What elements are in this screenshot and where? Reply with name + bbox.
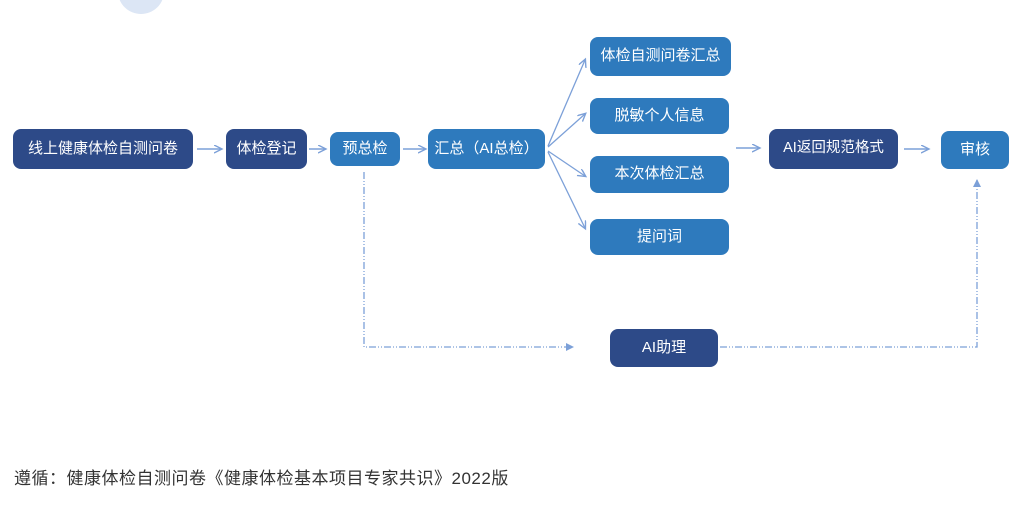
node-current-exam-summary-label: 本次体检汇总: [614, 165, 705, 183]
node-prompt-words-label: 提问词: [636, 227, 682, 245]
node-summary-ai-label: 汇总（AI总检）: [434, 139, 539, 157]
edge-summary-to-prompt-words: [547, 151, 585, 228]
edge-summary-to-desensitized-info: [547, 114, 585, 148]
compliance-note: 遵循：健康体检自测问卷《健康体检基本项目专家共识》2022版: [14, 469, 509, 488]
node-review: 审核: [941, 131, 1009, 169]
node-registration-label: 体检登记: [236, 139, 297, 157]
node-current-exam-summary: 本次体检汇总: [590, 156, 729, 193]
decorative-ellipse: [118, 0, 164, 14]
node-online-questionnaire-label: 线上健康体检自测问卷: [27, 139, 178, 157]
node-pre-general-exam-label: 预总检: [342, 139, 388, 157]
edge-preexam-to-ai-assistant-dashed: [363, 172, 574, 351]
node-ai-return-format-label: AI返回规范格式: [783, 140, 884, 157]
edge-summary-to-current-exam-summary: [547, 150, 585, 176]
node-review-label: 审核: [959, 140, 990, 158]
node-ai-return-format: AI返回规范格式: [769, 129, 898, 169]
node-ai-assistant-label: AI助理: [641, 338, 687, 356]
node-summary-ai: 汇总（AI总检）: [428, 129, 545, 169]
node-desensitized-info-label: 脱敏个人信息: [614, 106, 705, 124]
node-ai-assistant: AI助理: [610, 329, 718, 367]
node-questionnaire-summary: 体检自测问卷汇总: [590, 37, 731, 76]
node-prompt-words: 提问词: [590, 219, 729, 255]
node-online-questionnaire: 线上健康体检自测问卷: [13, 129, 193, 169]
edge-summary-to-questionnaire-summary: [547, 60, 585, 147]
node-pre-general-exam: 预总检: [330, 132, 400, 166]
node-desensitized-info: 脱敏个人信息: [590, 98, 729, 134]
node-registration: 体检登记: [226, 129, 307, 169]
edge-ai-assistant-to-review-dashed: [720, 179, 981, 348]
node-questionnaire-summary-label: 体检自测问卷汇总: [600, 47, 721, 65]
